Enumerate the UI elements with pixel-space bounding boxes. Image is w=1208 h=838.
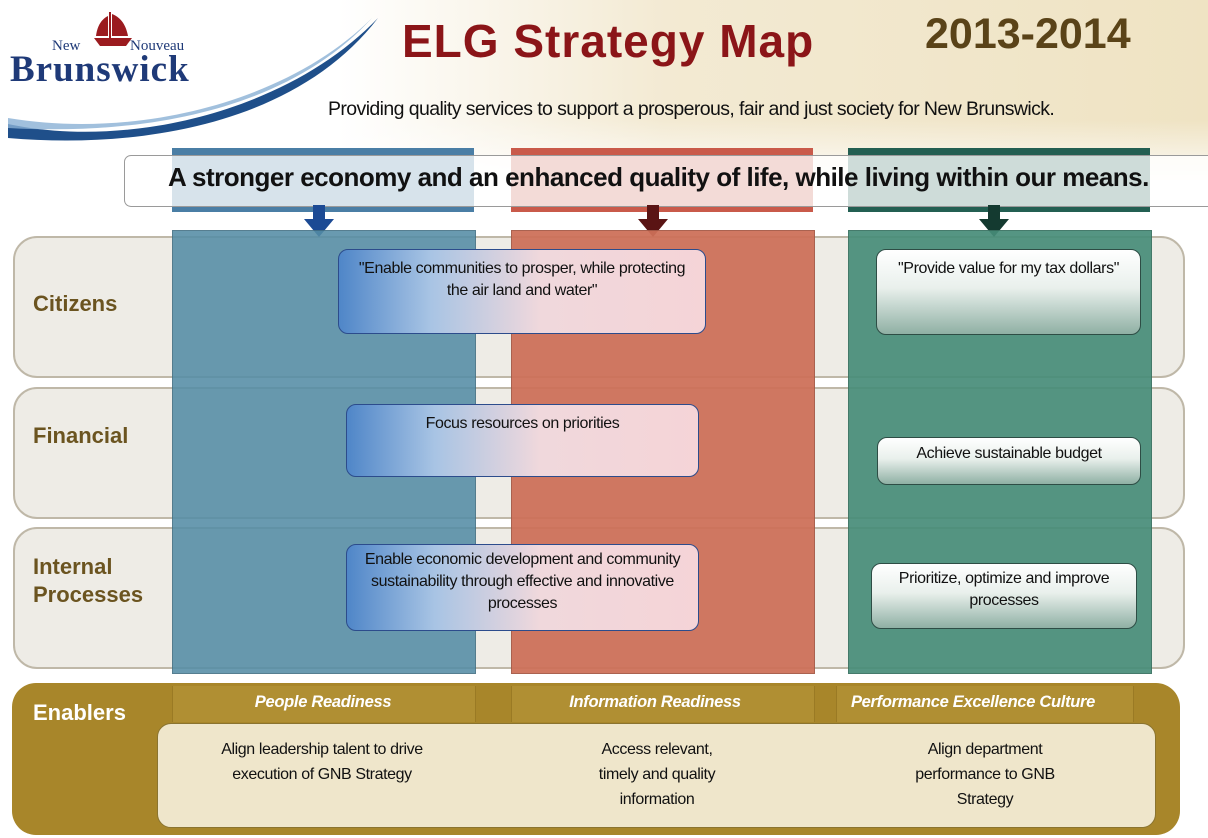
enabler-tab-information [511, 686, 815, 722]
objective-internal-development: Enable economic development and communit… [346, 544, 699, 631]
row-label-processes: Processes [33, 582, 144, 607]
logo-text-new: New [52, 38, 81, 54]
objective-internal-prioritize: Prioritize, optimize and improve process… [871, 563, 1137, 629]
enabler-tab-people [172, 686, 476, 722]
arrow-down-icon [304, 205, 334, 237]
objective-text: Focus resources on priorities [425, 415, 620, 432]
enabler-text-information: Access relevant, timely and quality info… [598, 741, 716, 808]
objective-financial-focus: Focus resources on priorities [346, 404, 699, 477]
objective-text: "Enable communities to prosper, while pr… [358, 260, 686, 299]
enabler-text-people: Align leadership talent to drive executi… [221, 741, 423, 783]
new-brunswick-logo: New Nouveau Brunswick [10, 8, 240, 90]
objective-citizens-communities: "Enable communities to prosper, while pr… [338, 249, 706, 334]
logo-swoosh [8, 18, 378, 141]
arrow-down-icon [979, 205, 1009, 237]
enabler-text-performance: Align department performance to GNB Stra… [915, 741, 1055, 808]
year-label: 2013-2014 [925, 10, 1131, 58]
mission-statement: Providing quality services to support a … [328, 98, 1055, 120]
objective-text: Achieve sustainable budget [916, 445, 1102, 462]
objective-financial-budget: Achieve sustainable budget [877, 437, 1141, 485]
objective-citizens-value: "Provide value for my tax dollars" [876, 249, 1141, 335]
page-title: ELG Strategy Map [402, 15, 815, 67]
enabler-heading-people: People Readiness [254, 693, 392, 711]
row-label-financial: Financial [33, 423, 129, 448]
enabler-heading-information: Information Readiness [569, 693, 741, 711]
enablers-label: Enablers [33, 700, 126, 725]
vision-bar [124, 155, 1208, 207]
logo-text-nouveau: Nouveau [130, 38, 185, 54]
objective-text: Enable economic development and communit… [364, 551, 681, 612]
logo-text-brunswick: Brunswick [10, 49, 190, 90]
enabler-heading-performance: Performance Excellence Culture [850, 693, 1096, 711]
row-label-citizens: Citizens [33, 291, 118, 316]
objective-text: Prioritize, optimize and improve process… [898, 570, 1110, 609]
arrow-down-icon [638, 205, 668, 237]
objective-text: "Provide value for my tax dollars" [898, 260, 1119, 277]
ship-icon [94, 12, 132, 46]
vision-statement: A stronger economy and an enhanced quali… [168, 162, 1149, 192]
enablers-panel [157, 723, 1156, 828]
enabler-tab-performance [836, 686, 1134, 722]
row-label-internal: Internal [33, 554, 113, 579]
